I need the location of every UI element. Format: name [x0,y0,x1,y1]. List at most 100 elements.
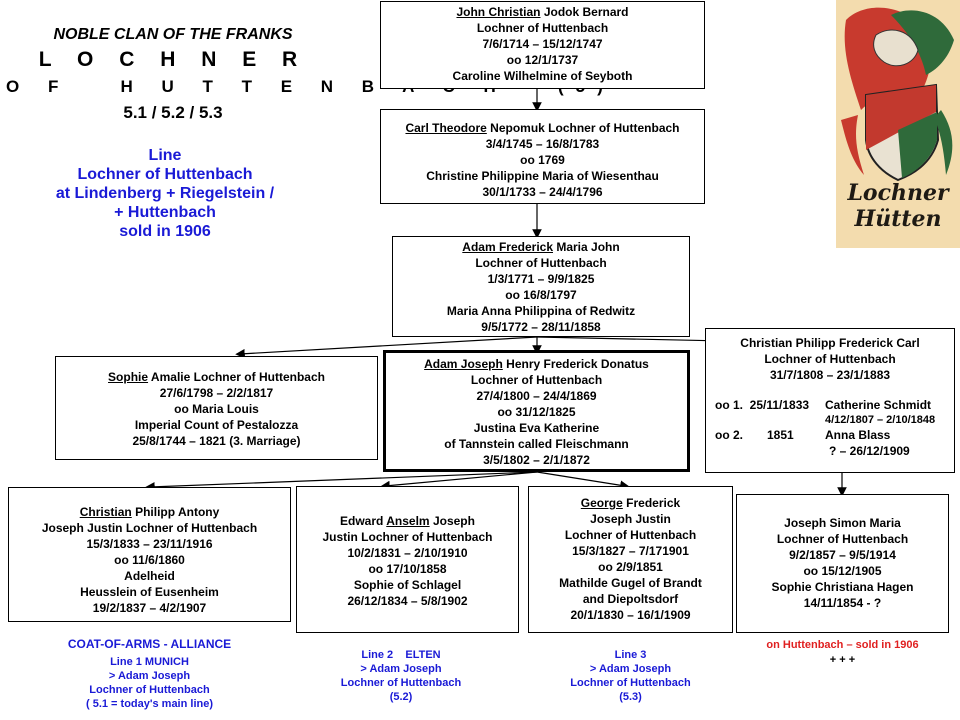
joseph-simon-l6: 14/11/1854 - ? [740,595,945,611]
john-christian-name: John Christian Jodok Bernard [384,4,701,20]
cpf-l1: Christian Philipp Frederick Carl [709,335,951,351]
adam-joseph-l2: Lochner of Huttenbach [389,372,684,388]
line2-l4: (5.2) [296,690,506,704]
john-christian-l3: 7/6/1714 – 15/12/1747 [384,36,701,52]
person-adam-joseph: Adam Joseph Henry Frederick Donatus Loch… [383,350,690,472]
person-sophie: Sophie Amalie Lochner of Huttenbach 27/6… [55,356,378,460]
adam-frederick-l4: oo 16/8/1797 [396,287,686,303]
edward-l2: Justin Lochner of Huttenbach [300,529,515,545]
person-carl-theodore: Carl Theodore Nepomuk Lochner of Huttenb… [380,109,705,204]
cpf-m1-spouse: Catherine Schmidt [825,397,931,413]
adam-joseph-l4: oo 31/12/1825 [389,404,684,420]
footnote-line2: Line 2 ELTEN > Adam Joseph Lochner of Hu… [296,648,506,704]
john-christian-l4: oo 12/1/1737 [384,52,701,68]
line1-l1: Line 1 MUNICH [8,655,291,669]
george-l2: Joseph Justin [532,511,729,527]
footnote-line1: Line 1 MUNICH > Adam Joseph Lochner of H… [8,655,291,711]
footnote-huttenbach: on Huttenbach – sold in 1906 + + + [736,638,949,668]
coat-of-arms-alliance: COAT-OF-ARMS - ALLIANCE [8,637,291,651]
sophie-l5: 25/8/1744 – 1821 (3. Marriage) [59,433,374,449]
line3-l3: Lochner of Huttenbach [528,676,733,690]
line1-l4: ( 5.1 = today's main line) [8,697,291,711]
carl-theodore-l3: oo 1769 [384,152,701,168]
line3-l2: > Adam Joseph [528,662,733,676]
edward-l4: oo 17/10/1858 [300,561,515,577]
joseph-simon-l3: 9/2/1857 – 9/5/1914 [740,547,945,563]
cpf-m1-dates: 4/12/1807 – 2/10/1848 [825,413,935,427]
george-l7: and Diepoltsdorf [532,591,729,607]
cpa-l3: 15/3/1833 – 23/11/1916 [12,536,287,552]
line2-l1: Line 2 ELTEN [296,648,506,662]
sophie-l2: 27/6/1798 – 2/2/1817 [59,385,374,401]
cpa-name: Christian Philipp Antony [12,504,287,520]
carl-theodore-name: Carl Theodore Nepomuk Lochner of Huttenb… [384,120,701,136]
adam-joseph-first: Adam Joseph [424,357,503,371]
edward-pre: Edward [340,514,386,528]
george-name: George Frederick [532,495,729,511]
line2-l3: Lochner of Huttenbach [296,676,506,690]
adam-joseph-l6: of Tannstein called Fleischmann [389,436,684,452]
edward-post: Joseph [430,514,475,528]
adam-frederick-l2: Lochner of Huttenbach [396,255,686,271]
adam-frederick-l3: 1/3/1771 – 9/9/1825 [396,271,686,287]
joseph-simon-l5: Sophie Christiana Hagen [740,579,945,595]
cpa-l4: oo 11/6/1860 [12,552,287,568]
joseph-simon-l2: Lochner of Huttenbach [740,531,945,547]
john-christian-rest: Jodok Bernard [540,5,628,19]
cpf-m2-year: 1851 [767,427,825,443]
sophie-l4: Imperial Count of Pestalozza [59,417,374,433]
sophie-name: Sophie Amalie Lochner of Huttenbach [59,369,374,385]
person-christian-philipp-frederick: Christian Philipp Frederick Carl Lochner… [705,328,955,473]
person-edward-anselm: Edward Anselm Joseph Justin Lochner of H… [296,486,519,633]
john-christian-l5: Caroline Wilhelmine of Seyboth [384,68,701,84]
line1-l2: > Adam Joseph [8,669,291,683]
george-l6: Mathilde Gugel of Brandt [532,575,729,591]
adam-joseph-rest: Henry Frederick Donatus [503,357,649,371]
person-george-frederick: George Frederick Joseph Justin Lochner o… [528,486,733,633]
adam-joseph-l7: 3/5/1802 – 2/1/1872 [389,452,684,468]
cpf-m1-label: oo 1. 25/11/1833 [715,397,825,413]
carl-theodore-rest: Nepomuk Lochner of Huttenbach [487,121,680,135]
edward-l5: Sophie of Schlagel [300,577,515,593]
person-joseph-simon: Joseph Simon Maria Lochner of Huttenbach… [736,494,949,633]
george-l8: 20/1/1830 – 16/1/1909 [532,607,729,623]
edward-l3: 10/2/1831 – 2/10/1910 [300,545,515,561]
cpf-marriages: oo 1. 25/11/1833 Catherine Schmidt 4/12/… [709,397,951,459]
huttenbach-crosses: + + + [736,653,949,668]
footnote-line3: Line 3 > Adam Joseph Lochner of Huttenba… [528,648,733,704]
george-l5: oo 2/9/1851 [532,559,729,575]
joseph-simon-l4: oo 15/12/1905 [740,563,945,579]
george-first: George [581,496,623,510]
cpa-l2: Joseph Justin Lochner of Huttenbach [12,520,287,536]
cpa-l5: Adelheid [12,568,287,584]
sophie-rest: Amalie Lochner of Huttenbach [148,370,325,384]
sophie-l3: oo Maria Louis [59,401,374,417]
john-christian-l2: Lochner of Huttenbach [384,20,701,36]
cpf-marriage-1-dates: 4/12/1807 – 2/10/1848 [715,413,951,427]
adam-frederick-rest: Maria John [553,240,620,254]
carl-theodore-first: Carl Theodore [405,121,486,135]
edward-l6: 26/12/1834 – 5/8/1902 [300,593,515,609]
cpa-first: Christian [80,505,132,519]
adam-frederick-name: Adam Frederick Maria John [396,239,686,255]
line3-l1: Line 3 [528,648,733,662]
cpf-m2-label: oo 2. [715,427,767,443]
cpf-l3: 31/7/1808 – 23/1/1883 [709,367,951,383]
sophie-first: Sophie [108,370,148,384]
george-l3: Lochner of Huttenbach [532,527,729,543]
adam-frederick-first: Adam Frederick [462,240,553,254]
cpf-marriage-1: oo 1. 25/11/1833 Catherine Schmidt [715,397,951,413]
line3-l4: (5.3) [528,690,733,704]
carl-theodore-l4: Christine Philippine Maria of Wiesenthau [384,168,701,184]
line1-l3: Lochner of Huttenbach [8,683,291,697]
cpf-m2-dates: ? – 26/12/1909 [829,443,910,459]
adam-joseph-name: Adam Joseph Henry Frederick Donatus [389,356,684,372]
huttenbach-sold: on Huttenbach – sold in 1906 [736,638,949,653]
line2-l2: > Adam Joseph [296,662,506,676]
carl-theodore-l5: 30/1/1733 – 24/4/1796 [384,184,701,200]
george-l4: 15/3/1827 – 7/171901 [532,543,729,559]
cpf-marriage-2: oo 2. 1851 Anna Blass [715,427,951,443]
joseph-simon-l1: Joseph Simon Maria [740,515,945,531]
john-christian-first: John Christian [456,5,540,19]
edward-underlined: Anselm [386,514,429,528]
